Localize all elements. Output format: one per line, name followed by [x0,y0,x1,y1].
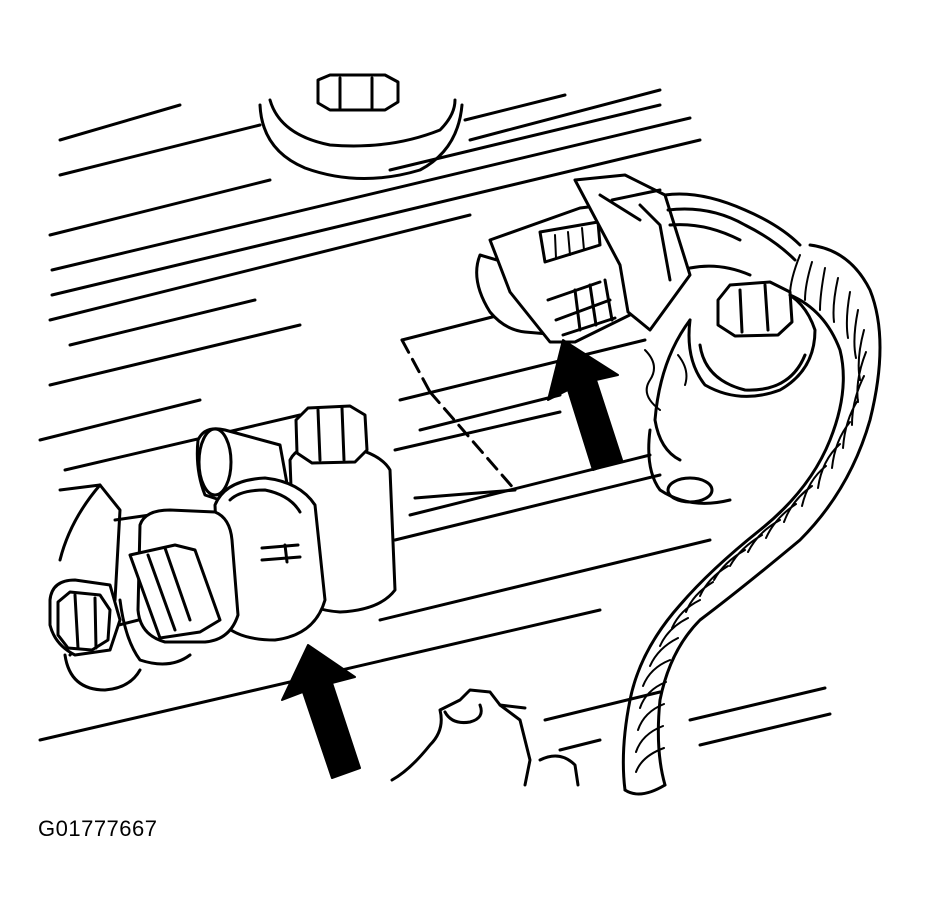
upper-indicator-arrow [547,339,623,471]
dashed-reference-lines [400,308,517,500]
right-bolt-boss [644,280,817,505]
bottom-bracket [390,688,580,787]
figure-id-label: G01777667 [38,816,158,841]
upper-electrical-connector [475,173,692,344]
engine-rail-lines [38,88,832,752]
harness-wires [663,192,802,277]
lower-electrical-connector [128,404,397,644]
lower-indicator-arrow [281,644,361,779]
top-bolt [258,73,464,181]
corrugated-conduit [621,243,882,796]
